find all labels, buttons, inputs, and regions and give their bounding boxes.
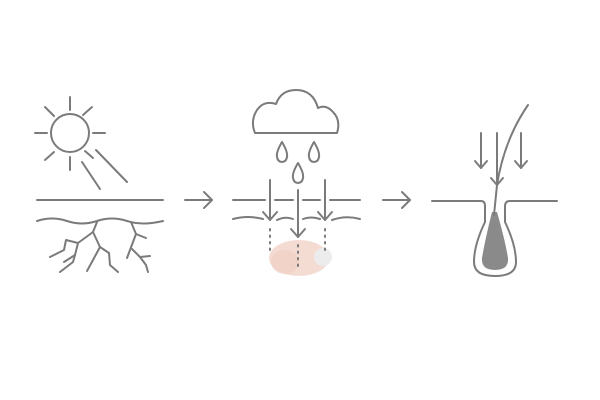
sun-icon <box>34 96 128 190</box>
stage-hair-follicle <box>431 104 558 277</box>
hair-bulb <box>481 212 509 270</box>
seepage-dots <box>269 228 326 269</box>
cracks-icon <box>49 221 151 273</box>
raindrop-icons <box>275 141 321 184</box>
arrow-right-icon <box>184 191 213 209</box>
arrow-down-icons <box>474 132 528 186</box>
arrow-down-icons <box>262 179 333 238</box>
arrow-right-icon <box>382 191 411 209</box>
soil-line <box>232 216 361 221</box>
soil-line <box>36 217 164 225</box>
stage-rain <box>232 89 361 276</box>
cloud-icon <box>251 89 340 134</box>
stage-dry-ground <box>34 96 164 273</box>
highlight-spot <box>314 248 332 266</box>
hair-strand <box>493 104 529 216</box>
skin-follicle <box>431 200 558 277</box>
